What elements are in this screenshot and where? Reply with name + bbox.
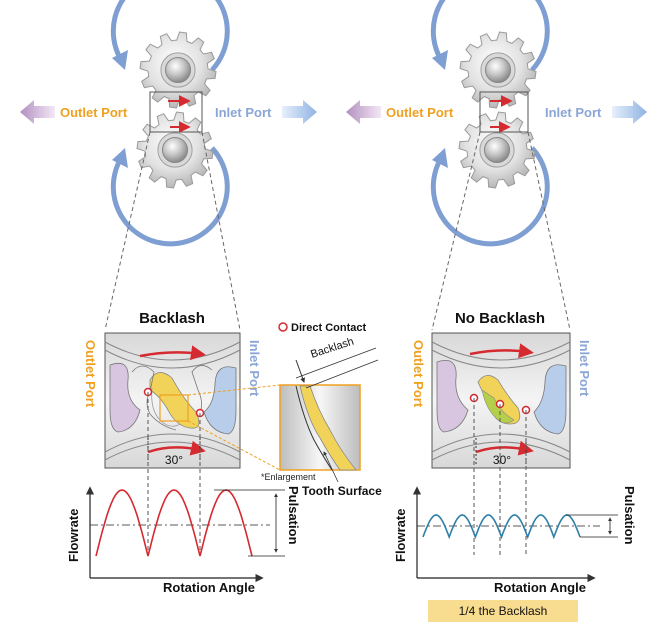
gear-arc-lower <box>431 441 571 461</box>
panel-title: No Backlash <box>455 310 545 327</box>
y-axis-label: Flowrate <box>393 509 408 562</box>
gear-hub <box>164 56 192 84</box>
rotation-arrow-top <box>469 343 534 359</box>
inlet-port-label-vertical: Inlet Port <box>247 340 262 397</box>
x-axis-label: Rotation Angle <box>163 580 255 595</box>
chart-backlash: Pulsation Flowrate Rotation Angle <box>66 486 301 595</box>
backlash-label: Backlash <box>309 336 355 361</box>
pump-top-left: Outlet Port Inlet Port <box>20 0 317 247</box>
inlet-port-label-vertical: Inlet Port <box>577 340 592 397</box>
result-badge-label: 1/4 the Backlash <box>459 604 548 618</box>
contact-legend: Direct Contact <box>278 322 367 334</box>
rotation-arrowhead-upper <box>432 50 448 70</box>
rotation-ring-lower <box>110 146 230 247</box>
rotation-arrowhead-lower <box>112 148 128 168</box>
enlargement-link <box>187 420 281 471</box>
inlet-arrow <box>282 100 317 124</box>
chart-no-backlash: Pulsation Flowrate Rotation Angle <box>393 486 637 595</box>
gear-arc-upper <box>431 341 571 361</box>
mesh-zoom-box <box>149 91 203 133</box>
gear-arc-upper <box>104 349 241 369</box>
rotation-arrowhead-lower <box>432 148 448 168</box>
tooth-surface-fill <box>299 385 357 471</box>
gear-hub <box>483 136 511 164</box>
gear-hub <box>161 136 189 164</box>
pulsation-label: Pulsation <box>286 486 301 545</box>
rotation-arrow-bottom <box>147 440 206 456</box>
outlet-port-label-vertical: Outlet Port <box>411 340 426 408</box>
gear-arc-upper <box>431 349 571 369</box>
result-badge-bg <box>428 600 578 622</box>
gear-arc-lower <box>104 441 241 461</box>
y-axis-label: Flowrate <box>66 509 81 562</box>
rotation-ring-lower <box>430 146 550 247</box>
flowrate-series <box>422 514 581 540</box>
enlargement-label: *Enlargement <box>261 472 316 482</box>
backlash-guide <box>305 359 379 389</box>
pump-top-right: Outlet Port Inlet Port <box>346 0 647 247</box>
gear-hub <box>484 56 512 84</box>
rotation-ring-upper <box>430 0 550 72</box>
outlet-port-label: Outlet Port <box>386 105 454 120</box>
tooth-surface-label: Tooth Surface <box>302 484 382 498</box>
x-axis-label: Rotation Angle <box>494 580 586 595</box>
gear-upper <box>459 31 537 109</box>
contact-legend-label: Direct Contact <box>291 322 367 334</box>
inlet-port-label: Inlet Port <box>545 105 602 120</box>
panel-title: Backlash <box>139 310 205 327</box>
tooth-contour <box>131 365 177 431</box>
gear-lower <box>136 111 214 189</box>
backlash-dimension-arrow <box>295 359 305 383</box>
tooth-surface-pointer <box>323 451 339 483</box>
gear-arc-upper <box>104 341 241 361</box>
enlargement-box <box>159 394 189 422</box>
inlet-chamber <box>533 364 567 435</box>
pulsation-label: Pulsation <box>622 486 637 545</box>
gear-upper <box>139 31 217 109</box>
gear-arc-lower <box>104 433 241 453</box>
rotation-arrow-top <box>139 345 206 361</box>
angle-label: 30° <box>493 453 511 467</box>
zoom-lines <box>104 131 571 331</box>
tooth-contour <box>191 365 213 415</box>
outlet-arrow <box>346 100 381 124</box>
outlet-chamber <box>109 362 141 433</box>
outlet-chamber <box>436 359 469 433</box>
outlet-port-label: Outlet Port <box>60 105 128 120</box>
rotation-arrow-bottom <box>475 440 534 456</box>
backlash-gap-line <box>295 385 333 471</box>
rotation-ring-upper <box>110 0 230 72</box>
enlargement-link <box>187 384 281 396</box>
result-badge: 1/4 the Backlash <box>428 600 578 622</box>
outlet-port-label-vertical: Outlet Port <box>83 340 98 408</box>
outlet-arrow <box>20 100 55 124</box>
inlet-arrow <box>612 100 647 124</box>
no-backlash-panel: No Backlash 30° Outlet Port Inlet Port <box>411 310 592 469</box>
gear-lower <box>458 111 536 189</box>
backlash-guide <box>295 347 377 379</box>
backlash-panel: Backlash 30° Outlet Port Inlet Port <box>83 310 262 469</box>
angle-label: 30° <box>165 453 183 467</box>
flowrate-series <box>95 489 253 557</box>
inlet-port-label: Inlet Port <box>215 105 272 120</box>
gear-arc-lower <box>431 433 571 453</box>
rotation-arrowhead-upper <box>112 50 128 70</box>
contact-legend-icon <box>278 322 288 332</box>
